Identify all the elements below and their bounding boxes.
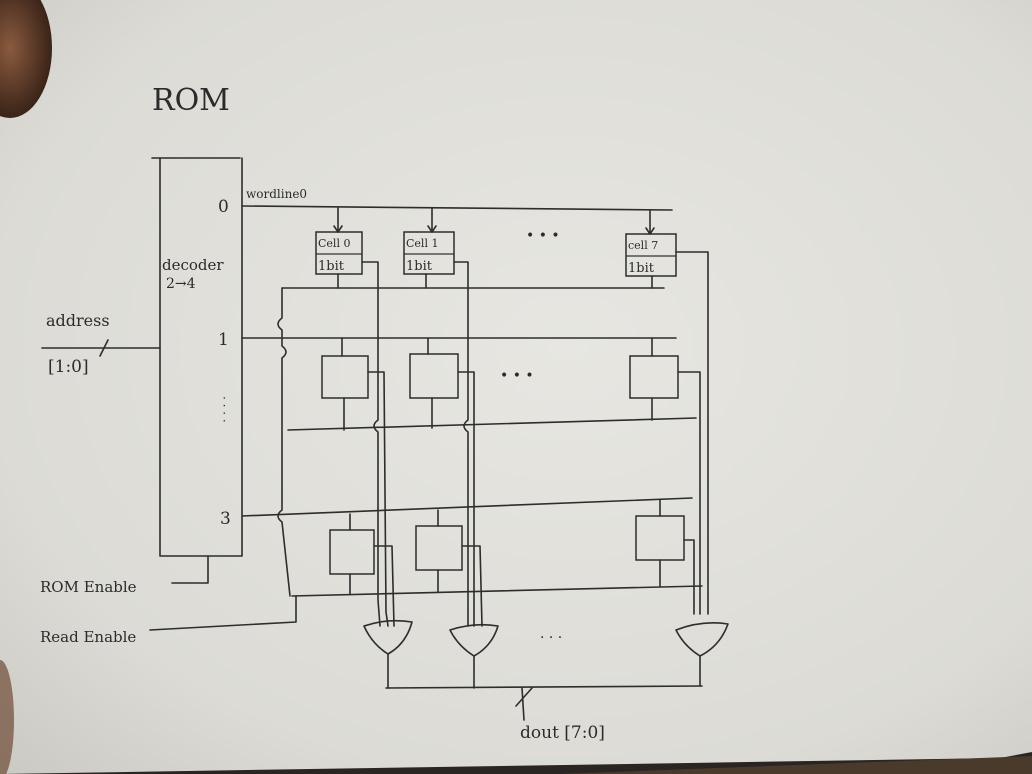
dout-label: dout [7:0] [520, 723, 605, 743]
cell-1-size: 1bit [406, 259, 433, 274]
finger-bottom [0, 660, 14, 774]
output-bus: dout [7:0] [385, 685, 703, 743]
enable-signals: ROM Enable Read Enable [40, 555, 297, 646]
decoder-block: decoder 2→4 0 1 3 · · · · [151, 157, 243, 557]
address-width: [1:0] [48, 357, 89, 377]
cell-0-size: 1bit [318, 259, 345, 274]
gates-ellipsis: · · · [540, 630, 562, 646]
row1-ellipsis: • • • [500, 368, 534, 384]
row-1-cells: • • • [321, 337, 679, 431]
cell-1: Cell 1 1bit [403, 207, 455, 289]
read-enable-label: Read Enable [40, 628, 136, 646]
or-gate-7 [675, 622, 729, 687]
cell-7: cell 7 1bit [625, 209, 677, 289]
table-edge [560, 756, 1032, 774]
decoder-output-1: 1 [218, 330, 229, 350]
decoder-output-0: 0 [218, 197, 229, 217]
or-gate-0 [363, 619, 413, 689]
word-lines [241, 205, 693, 517]
cell-0-name: Cell 0 [318, 237, 350, 250]
cell-0: Cell 0 1bit [315, 207, 363, 289]
row-3-cells [329, 499, 685, 595]
diagram-title: ROM [152, 83, 230, 118]
address-label: address [46, 311, 110, 330]
address-input: address [1:0] [41, 311, 161, 377]
bit-lines [361, 251, 709, 627]
finger [0, 0, 52, 118]
wordline0-label: wordline0 [246, 187, 307, 201]
rom-enable-label: ROM Enable [40, 578, 137, 596]
decoder-ellipsis: · · · · [217, 396, 231, 423]
row0-ellipsis: • • • [526, 228, 560, 244]
read-enable-lines [277, 287, 703, 597]
decoder-label: decoder [162, 256, 224, 274]
decoder-output-3: 3 [220, 509, 231, 529]
decoder-ratio: 2→4 [166, 276, 196, 292]
cell-1-name: Cell 1 [406, 237, 438, 250]
cell-7-name: cell 7 [628, 239, 658, 252]
or-gate-1 [449, 623, 499, 689]
cell-7-size: 1bit [628, 261, 655, 276]
